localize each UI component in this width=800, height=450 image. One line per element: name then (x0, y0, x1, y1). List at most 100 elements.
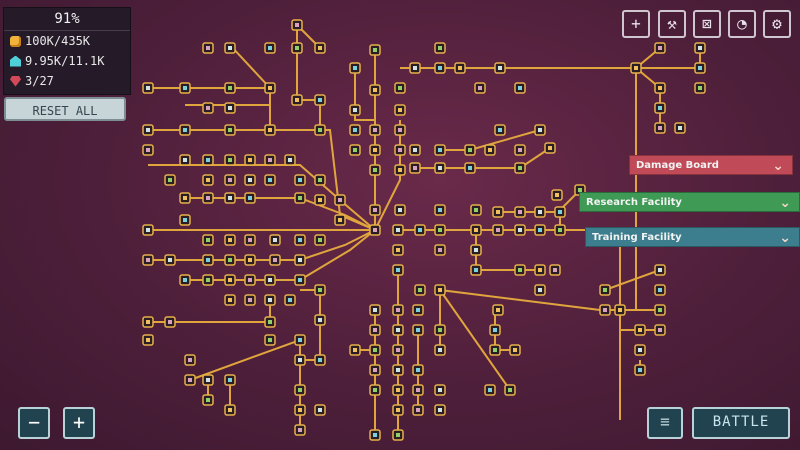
skill-node-glyph (318, 198, 322, 202)
skill-node-glyph (458, 66, 462, 70)
skill-node-glyph (508, 388, 512, 392)
damage-board-label: Damage Board (636, 160, 719, 171)
tree-connector (296, 25, 321, 130)
rubies-value: 3/27 (25, 74, 54, 88)
skill-node-glyph (268, 298, 272, 302)
helmet-icon[interactable]: ◔ (728, 10, 756, 38)
training-facility-label: Training Facility (592, 232, 682, 243)
zoom-out-button[interactable]: − (18, 407, 50, 439)
tree-connector (374, 120, 401, 231)
skill-node-glyph (268, 128, 272, 132)
skill-node-glyph (228, 178, 232, 182)
skill-node-glyph (183, 278, 187, 282)
skill-node-glyph (398, 86, 402, 90)
resource-panel: 91% 100K/435K 9.95K/11.1K 3/27 (3, 7, 131, 95)
skill-node-glyph (373, 168, 377, 172)
tree-connector (439, 289, 601, 311)
skill-node-glyph (228, 238, 232, 242)
skill-node-glyph (398, 148, 402, 152)
skill-node-glyph (298, 408, 302, 412)
skill-node-glyph (498, 66, 502, 70)
research-facility-panel[interactable]: Research Facility ⌄ (579, 192, 800, 212)
training-facility-panel[interactable]: Training Facility ⌄ (585, 227, 800, 247)
rubies-row: 3/27 (4, 71, 130, 91)
gear-icon[interactable]: ⚙ (763, 10, 791, 38)
skill-node-glyph (398, 168, 402, 172)
skill-node-glyph (438, 248, 442, 252)
plus-icon[interactable]: + (622, 10, 650, 38)
zoom-in-button[interactable]: + (63, 407, 95, 439)
skill-node-glyph (338, 198, 342, 202)
skill-node-glyph (248, 178, 252, 182)
skill-node-glyph (206, 196, 210, 200)
tree-connector (148, 87, 376, 231)
target-icon[interactable]: ⊠ (693, 10, 721, 38)
skill-node-glyph (268, 338, 272, 342)
skill-node-glyph (353, 148, 357, 152)
reset-all-button[interactable]: RESET ALL (4, 97, 126, 121)
skill-node-glyph (206, 46, 210, 50)
skill-node-glyph (228, 258, 232, 262)
skill-node-glyph (206, 238, 210, 242)
skill-node-glyph (518, 268, 522, 272)
skill-node-glyph (228, 378, 232, 382)
skill-node-glyph (396, 248, 400, 252)
skill-node-glyph (168, 320, 172, 324)
skill-node-glyph (298, 278, 302, 282)
map-icon[interactable]: ≡ (647, 407, 683, 439)
chevron-down-icon[interactable]: ⌄ (772, 158, 784, 174)
coins-value: 100K/435K (25, 34, 91, 48)
skill-node-glyph (518, 210, 522, 214)
skill-node-glyph (373, 328, 377, 332)
skill-node-glyph (146, 148, 150, 152)
skill-node-glyph (496, 210, 500, 214)
skill-node-glyph (146, 228, 150, 232)
chevron-down-icon[interactable]: ⌄ (779, 195, 791, 211)
skill-node-glyph (658, 308, 662, 312)
skill-node-glyph (638, 348, 642, 352)
skill-node-glyph (578, 188, 582, 192)
skill-node-glyph (373, 208, 377, 212)
skill-node-glyph (353, 128, 357, 132)
skill-node-glyph (318, 128, 322, 132)
skill-node-glyph (438, 388, 442, 392)
skill-node-glyph (518, 166, 522, 170)
skill-node-glyph (295, 46, 299, 50)
skill-node-glyph (298, 258, 302, 262)
battle-button[interactable]: BATTLE (692, 407, 790, 439)
research-facility-label: Research Facility (586, 197, 682, 208)
skill-node-glyph (438, 408, 442, 412)
tree-connector (185, 197, 376, 231)
skill-node-glyph (488, 148, 492, 152)
skill-node-glyph (558, 228, 562, 232)
skill-node-glyph (206, 398, 210, 402)
skill-node-glyph (298, 338, 302, 342)
damage-board-panel[interactable]: Damage Board ⌄ (629, 155, 793, 175)
skill-node-glyph (658, 86, 662, 90)
skill-node-glyph (496, 228, 500, 232)
skill-node-glyph (488, 388, 492, 392)
skill-node-glyph (518, 86, 522, 90)
skill-node-glyph (295, 98, 299, 102)
skill-node-glyph (206, 178, 210, 182)
skill-node-glyph (146, 338, 150, 342)
hammer-icon[interactable]: ⚒ (658, 10, 686, 38)
skill-node-glyph (496, 308, 500, 312)
skill-node-glyph (438, 208, 442, 212)
tree-connector (439, 289, 511, 391)
skill-node-glyph (396, 388, 400, 392)
skill-node-glyph (248, 298, 252, 302)
skill-node-glyph (273, 258, 277, 262)
skill-node-glyph (396, 328, 400, 332)
skill-node-glyph (206, 106, 210, 110)
skill-node-glyph (318, 46, 322, 50)
skill-node-glyph (438, 166, 442, 170)
skill-node-glyph (373, 88, 377, 92)
skill-node-glyph (206, 378, 210, 382)
skill-node-glyph (298, 428, 302, 432)
chevron-down-icon[interactable]: ⌄ (779, 230, 791, 246)
skill-node-glyph (373, 228, 377, 232)
skill-node-glyph (413, 166, 417, 170)
skill-node-glyph (146, 320, 150, 324)
skill-node-glyph (438, 288, 442, 292)
